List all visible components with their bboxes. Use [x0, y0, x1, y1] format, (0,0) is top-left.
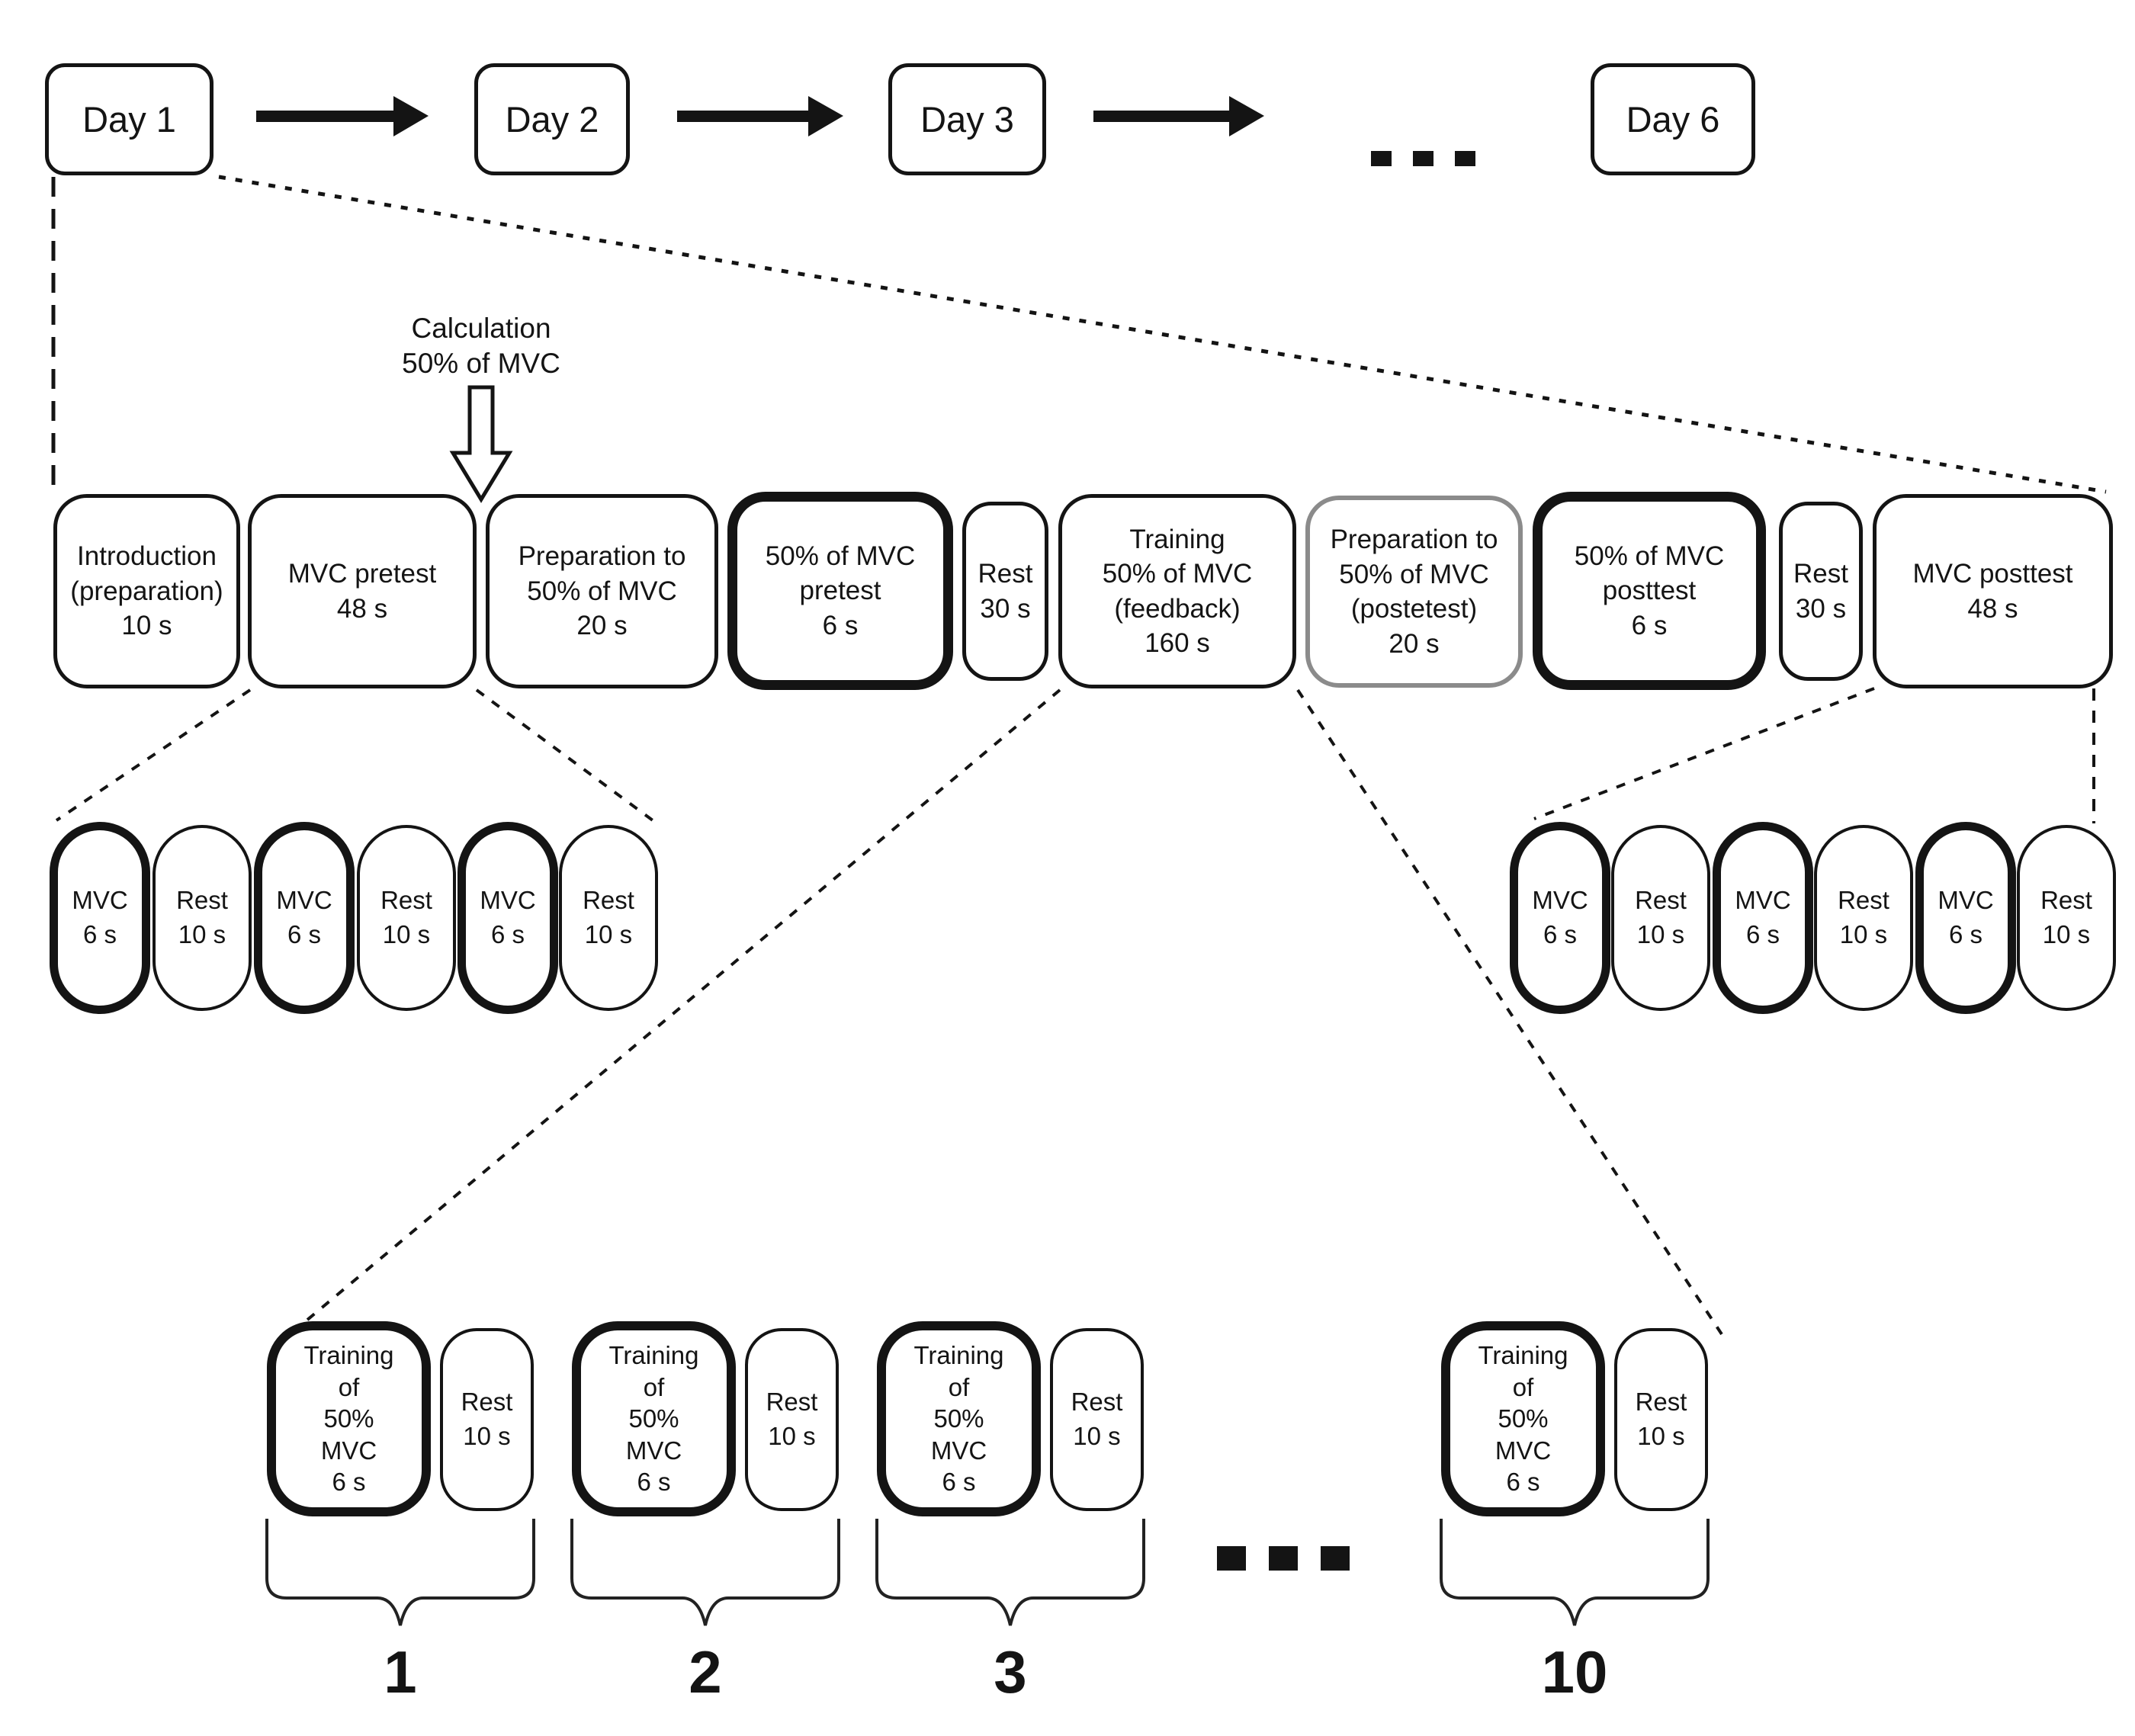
- timeline-box-mvc-posttest: MVC posttest 48 s: [1873, 494, 2113, 688]
- days-ellipsis-icon: [1371, 151, 1475, 166]
- dashed-connector-posttest-left: [1533, 687, 1875, 820]
- calculation-label: Calculation 50% of MVC: [402, 313, 560, 380]
- training-ellipsis-icon: [1217, 1546, 1350, 1571]
- timeline-box-introduction: Introduction (preparation) 10 s: [53, 494, 240, 688]
- pretest-pill-mvc-2: MVC 6 s: [254, 822, 355, 1014]
- posttest-pill-rest-2: Rest 10 s: [1814, 825, 1913, 1011]
- training-unit-3-rest: Rest 10 s: [1050, 1328, 1144, 1511]
- posttest-pill-rest-1: Rest 10 s: [1611, 825, 1710, 1011]
- posttest-pill-mvc-2: MVC 6 s: [1713, 822, 1813, 1014]
- training-unit-1-training: Training of 50% MVC 6 s: [267, 1321, 431, 1516]
- timeline-box-training-feedback: Training 50% of MVC (feedback) 160 s: [1058, 494, 1296, 688]
- posttest-pill-rest-3: Rest 10 s: [2017, 825, 2116, 1011]
- timeline-box-rest-b: Rest 30 s: [1779, 502, 1863, 681]
- unit-brace: [265, 1519, 535, 1626]
- pretest-pill-mvc-3: MVC 6 s: [458, 822, 558, 1014]
- unit-brace: [1440, 1519, 1710, 1626]
- day-box-6: Day 6: [1591, 63, 1755, 175]
- timeline-box-fifty-mvc-pretest: 50% of MVC pretest 6 s: [727, 492, 953, 690]
- day-arrow: [1093, 96, 1264, 136]
- day-arrow: [677, 96, 843, 136]
- training-unit-1-number: 1: [384, 1638, 417, 1706]
- day-arrow: [256, 96, 429, 136]
- training-unit-10-number: 10: [1541, 1638, 1608, 1706]
- training-unit-2-rest: Rest 10 s: [745, 1328, 839, 1511]
- calculation-arrow-icon: [449, 385, 513, 503]
- day-box-3: Day 3: [888, 63, 1046, 175]
- posttest-pill-mvc-3: MVC 6 s: [1915, 822, 2016, 1014]
- unit-brace: [570, 1519, 840, 1626]
- training-unit-10-training: Training of 50% MVC 6 s: [1441, 1321, 1605, 1516]
- dashed-connector-pretest-right: [475, 688, 654, 822]
- training-unit-10-rest: Rest 10 s: [1614, 1328, 1708, 1511]
- posttest-pill-mvc-1: MVC 6 s: [1510, 822, 1610, 1014]
- pretest-pill-rest-1: Rest 10 s: [152, 825, 252, 1011]
- pretest-pill-rest-2: Rest 10 s: [357, 825, 456, 1011]
- training-unit-3-training: Training of 50% MVC 6 s: [877, 1321, 1041, 1516]
- day-box-1: Day 1: [45, 63, 214, 175]
- dashed-connector-pretest-left: [55, 688, 252, 822]
- timeline-box-fifty-mvc-posttest: 50% of MVC posttest 6 s: [1533, 492, 1766, 690]
- training-unit-3-number: 3: [994, 1638, 1027, 1706]
- training-unit-2-training: Training of 50% MVC 6 s: [572, 1321, 736, 1516]
- pretest-pill-mvc-1: MVC 6 s: [50, 822, 150, 1014]
- day-box-2: Day 2: [474, 63, 630, 175]
- dashed-connector-day1-right: [218, 175, 2107, 494]
- dashed-connector-training-right: [1296, 688, 1723, 1336]
- timeline-box-preparation-pretest: Preparation to 50% of MVC 20 s: [486, 494, 718, 688]
- timeline-box-mvc-pretest: MVC pretest 48 s: [248, 494, 477, 688]
- timeline-box-preparation-posttest: Preparation to 50% of MVC (postetest) 20…: [1305, 496, 1523, 688]
- unit-brace: [875, 1519, 1145, 1626]
- training-unit-2-number: 2: [689, 1638, 722, 1706]
- training-unit-1-rest: Rest 10 s: [440, 1328, 534, 1511]
- pretest-pill-rest-3: Rest 10 s: [559, 825, 658, 1011]
- timeline-box-rest-a: Rest 30 s: [962, 502, 1048, 681]
